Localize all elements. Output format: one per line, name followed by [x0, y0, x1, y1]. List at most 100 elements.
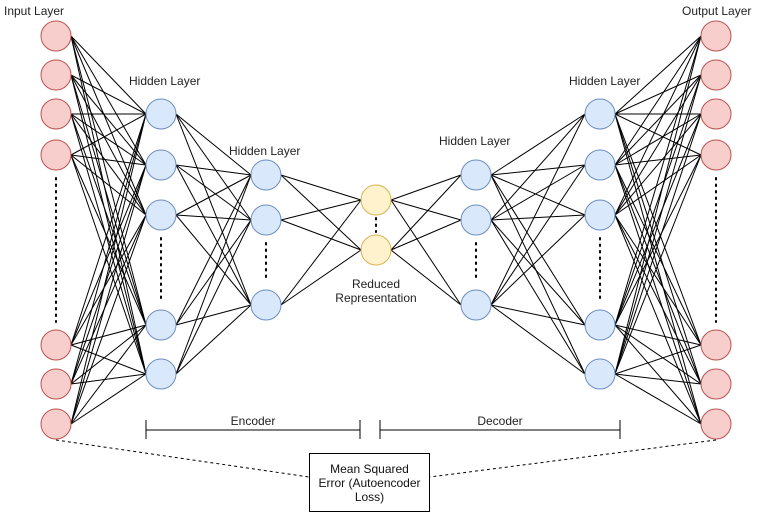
- edge-dec1-0-dec2-3: [490, 174, 586, 326]
- edge-dec2-4-output-5: [614, 373, 702, 385]
- enc2-neuron-2: [250, 289, 282, 321]
- edge-dec2-2-output-4: [614, 214, 702, 346]
- edge-dec1-1-dec2-3: [490, 219, 586, 326]
- edge-enc1-1-enc2-2: [175, 164, 252, 306]
- enc1-neuron-3: [145, 309, 177, 341]
- reduced-representation-label-line1: Reduced: [352, 277, 400, 291]
- edge-dec2-3-output-0: [614, 35, 702, 326]
- edge-input-0-enc1-4: [70, 35, 147, 375]
- edge-dec2-2-output-3: [614, 154, 702, 216]
- loss-box: Mean Squared Error (Autoencoder Loss): [309, 453, 430, 512]
- output-neuron-1: [700, 59, 732, 91]
- input-layer-label: Input Layer: [4, 4, 64, 18]
- loss-connector-left: [55, 439, 310, 478]
- edge-enc1-4-enc2-0: [175, 174, 252, 375]
- edge-input-0-enc1-1: [70, 35, 147, 166]
- edge-dec2-1-output-6: [614, 164, 702, 425]
- input-neuron-4: [40, 329, 72, 361]
- edge-dec1-2-dec2-2: [490, 214, 586, 306]
- input-neuron-6: [40, 408, 72, 440]
- edge-input-3-enc1-2: [70, 154, 147, 216]
- edge-dec1-1-dec2-1: [490, 164, 586, 221]
- encoder-hidden-layer-1-label: Hidden Layer: [129, 74, 200, 88]
- edge-code-1-dec1-0: [390, 174, 462, 251]
- edge-input-3-enc1-1: [70, 154, 147, 166]
- edge-dec2-2-output-2: [614, 113, 702, 216]
- reduced-representation-label-line2: Representation: [335, 291, 416, 305]
- decoder-bracket: [379, 420, 621, 439]
- edge-dec2-1-output-0: [614, 35, 702, 166]
- enc1-neuron-0: [145, 98, 177, 130]
- output-neuron-2: [700, 98, 732, 130]
- edge-dec2-1-output-2: [614, 113, 702, 166]
- edge-enc1-2-enc2-0: [175, 174, 252, 216]
- edge-enc1-3-enc2-1: [175, 219, 252, 326]
- dec1-neuron-0: [460, 159, 492, 191]
- edge-enc1-2-enc2-2: [175, 214, 252, 306]
- decoder-hidden-layer-1-label: Hidden Layer: [439, 134, 510, 148]
- edge-dec2-0-output-5: [614, 113, 702, 385]
- dec2-neuron-0: [584, 98, 616, 130]
- edge-input-1-enc1-3: [70, 74, 147, 326]
- edge-dec1-1-dec2-4: [490, 219, 586, 375]
- edge-code-0-dec1-2: [390, 199, 462, 306]
- connections: [70, 35, 702, 425]
- edge-code-1-dec1-1: [390, 219, 462, 251]
- edge-input-4-enc1-3: [70, 324, 147, 346]
- edge-enc2-0-code-0: [280, 174, 362, 201]
- edge-dec2-3-output-3: [614, 154, 702, 326]
- edge-input-3-enc1-0: [70, 113, 147, 156]
- neurons: [40, 20, 732, 440]
- loss-label: Mean Squared Error (Autoencoder Loss): [318, 461, 421, 504]
- edge-input-0-enc1-3: [70, 35, 147, 326]
- edge-input-4-enc1-4: [70, 344, 147, 375]
- edge-input-6-enc1-1: [70, 164, 147, 425]
- code-neuron-1: [360, 234, 392, 266]
- output-layer-label: Output Layer: [682, 4, 751, 18]
- edge-input-4-enc1-0: [70, 113, 147, 346]
- encoder-hidden-layer-2-label: Hidden Layer: [229, 144, 300, 158]
- edge-input-6-enc1-2: [70, 214, 147, 425]
- edge-input-4-enc1-1: [70, 164, 147, 346]
- edge-enc1-4-enc2-1: [175, 219, 252, 375]
- edge-input-2-enc1-4: [70, 113, 147, 375]
- edge-input-6-enc1-4: [70, 373, 147, 425]
- edge-input-2-enc1-1: [70, 113, 147, 166]
- edge-enc2-1-code-1: [280, 219, 362, 251]
- edge-dec1-1-dec2-0: [490, 113, 586, 221]
- edge-enc1-1-enc2-1: [175, 164, 252, 221]
- edge-enc1-0-enc2-1: [175, 113, 252, 221]
- edge-input-4-enc1-2: [70, 214, 147, 346]
- enc1-neuron-4: [145, 358, 177, 390]
- edge-enc2-1-code-0: [280, 199, 362, 221]
- edge-dec2-3-output-2: [614, 113, 702, 326]
- edge-input-1-enc1-4: [70, 74, 147, 375]
- edge-dec1-0-dec2-4: [490, 174, 586, 375]
- edge-dec2-3-output-5: [614, 324, 702, 385]
- edge-enc2-0-code-1: [280, 174, 362, 251]
- enc2-neuron-1: [250, 204, 282, 236]
- edge-dec2-4-output-1: [614, 74, 702, 375]
- edge-input-0-enc1-0: [70, 35, 147, 115]
- edge-input-3-enc1-4: [70, 154, 147, 375]
- edge-dec2-4-output-0: [614, 35, 702, 375]
- edge-dec2-3-output-6: [614, 324, 702, 425]
- edge-dec2-4-output-3: [614, 154, 702, 375]
- dec1-neuron-1: [460, 204, 492, 236]
- edge-enc2-2-code-0: [280, 199, 362, 306]
- input-neuron-5: [40, 368, 72, 400]
- edge-dec2-0-output-6: [614, 113, 702, 425]
- edge-enc1-3-enc2-0: [175, 174, 252, 326]
- decoder-hidden-layer-2-label: Hidden Layer: [569, 74, 640, 88]
- enc2-neuron-0: [250, 159, 282, 191]
- edge-dec1-0-dec2-1: [490, 164, 586, 176]
- edge-input-2-enc1-2: [70, 113, 147, 216]
- edge-dec2-0-output-1: [614, 74, 702, 115]
- edge-input-2-enc1-3: [70, 113, 147, 326]
- input-neuron-1: [40, 59, 72, 91]
- encoder-bracket: [145, 420, 361, 439]
- edge-dec2-4-output-2: [614, 113, 702, 375]
- edge-dec2-1-output-4: [614, 164, 702, 346]
- edge-code-0-dec1-1: [390, 199, 462, 221]
- edge-enc1-0-enc2-2: [175, 113, 252, 306]
